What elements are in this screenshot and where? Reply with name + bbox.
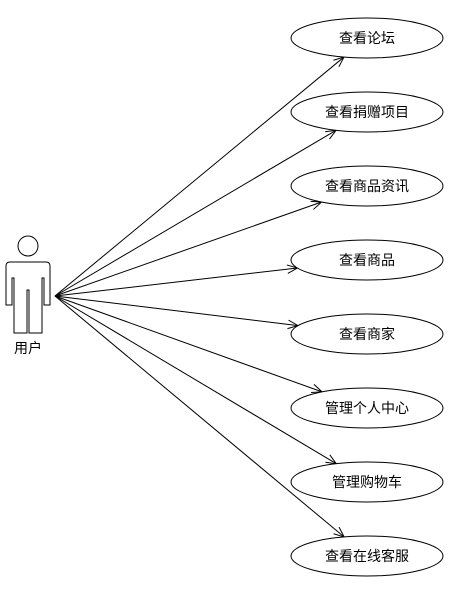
use-case-ellipse: [290, 91, 444, 133]
use-case: 查看捐赠项目: [290, 91, 444, 133]
association-line: [54, 295, 299, 327]
use-case-ellipse: [290, 461, 444, 503]
use-case: 管理个人中心: [290, 387, 444, 429]
actor-head: [17, 235, 39, 257]
use-case-label: 管理购物车: [332, 474, 402, 491]
use-case-label: 查看论坛: [339, 31, 395, 47]
use-case-ellipse: [290, 387, 444, 429]
use-case: 管理购物车: [290, 461, 444, 503]
actor-label: 用户: [14, 340, 42, 357]
use-case-label: 查看商品: [339, 253, 395, 269]
association-line: [54, 267, 298, 297]
association-line: [54, 295, 337, 465]
use-case-label: 管理个人中心: [325, 401, 409, 417]
use-case-ellipse: [290, 535, 444, 577]
association-line: [54, 129, 337, 297]
use-case-ellipse: [290, 239, 444, 281]
association-line: [54, 201, 322, 297]
use-case: 查看商品资讯: [290, 165, 444, 207]
use-case-ellipse: [290, 313, 444, 355]
use-case-list: 查看论坛查看捐赠项目查看商品资讯查看商品查看商家管理个人中心管理购物车查看在线客…: [290, 17, 444, 577]
use-case-label: 查看在线客服: [325, 548, 409, 565]
use-case: 查看论坛: [290, 17, 444, 59]
association-line: [54, 56, 345, 297]
use-case: 查看商家: [290, 313, 444, 355]
association-line: [54, 295, 323, 393]
use-case-label: 查看商品资讯: [325, 179, 409, 195]
actor-user: 用户: [5, 235, 51, 357]
use-case: 查看商品: [290, 239, 444, 281]
use-case: 查看在线客服: [290, 535, 444, 577]
use-case-ellipse: [290, 165, 444, 207]
association-arrows: [54, 56, 346, 538]
use-case-ellipse: [290, 17, 444, 59]
association-line: [54, 295, 345, 538]
use-case-label: 查看商家: [339, 326, 395, 343]
use-case-label: 查看捐赠项目: [325, 105, 409, 121]
actor-body: [5, 261, 51, 334]
